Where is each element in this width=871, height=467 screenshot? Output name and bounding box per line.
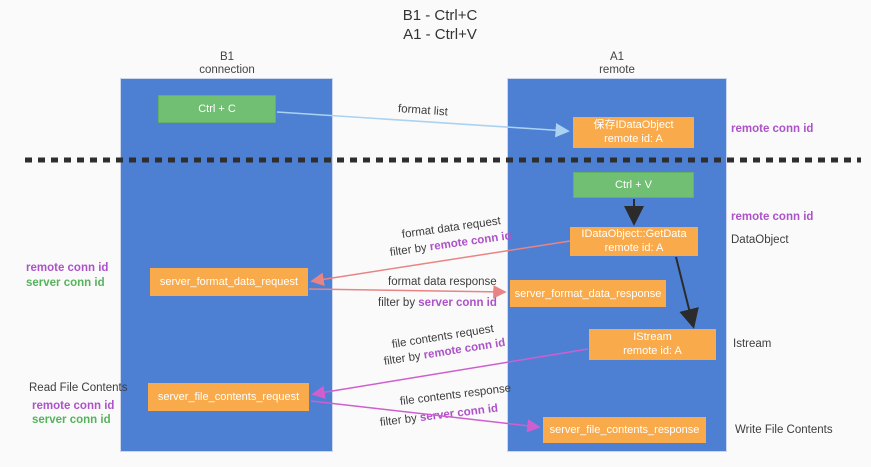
right-column-role: remote: [599, 64, 635, 76]
istream-box: IStream remote id: A: [589, 329, 716, 360]
server-conn-id-text: server conn id: [418, 297, 497, 309]
filter-by-text: filter by: [379, 412, 418, 429]
istream-line1: IStream: [633, 331, 672, 343]
save-idataobject-line1: 保存IDataObject: [593, 119, 674, 131]
save-idataobject-box: 保存IDataObject remote id: A: [573, 117, 694, 148]
remote-conn-id-annotation-2: remote conn id: [731, 211, 814, 223]
ctrl-v-box: Ctrl + V: [573, 172, 694, 198]
right-column-name: A1: [609, 51, 625, 63]
read-file-contents-annotation: Read File Contents: [29, 382, 128, 394]
filter-by-server-conn-id-label-1: filter by server conn id: [378, 297, 497, 309]
format-data-response-label: format data response: [388, 276, 497, 288]
ctrl-c-box: Ctrl + C: [158, 95, 276, 123]
server-conn-id-annotation-left-1: server conn id: [26, 277, 105, 289]
idataobject-getdata-box: IDataObject::GetData remote id: A: [570, 227, 698, 256]
getdata-line2: remote id: A: [604, 241, 664, 254]
filter-by-text: filter by: [378, 297, 416, 309]
save-idataobject-line2: remote id: A: [604, 132, 663, 145]
write-file-contents-annotation: Write File Contents: [735, 424, 833, 436]
ctrl-v-label: Ctrl + V: [615, 179, 652, 191]
diagram-title: B1 - Ctrl+C A1 - Ctrl+V: [300, 6, 580, 44]
remote-conn-id-annotation-1: remote conn id: [731, 123, 814, 135]
server-format-data-request-label: server_format_data_request: [159, 276, 299, 288]
ctrl-c-label: Ctrl + C: [198, 103, 236, 115]
server-file-contents-request-label: server_file_contents_request: [157, 391, 300, 403]
left-column-role: connection: [199, 64, 255, 76]
right-column-header: A1 remote: [557, 51, 677, 77]
dataobject-annotation: DataObject: [731, 234, 789, 246]
filter-by-text: filter by: [389, 241, 428, 259]
left-column-header: B1 connection: [167, 51, 287, 77]
left-column-name: B1: [219, 51, 235, 63]
server-conn-id-text: server conn id: [419, 402, 499, 425]
server-file-contents-response-label: server_file_contents_response: [549, 424, 700, 436]
filter-by-text: filter by: [383, 350, 422, 368]
server-file-contents-request-box: server_file_contents_request: [148, 383, 309, 411]
format-data-response-arrow: [308, 285, 507, 299]
server-format-data-response-box: server_format_data_response: [510, 280, 666, 307]
istream-line2: remote id: A: [623, 344, 682, 357]
filter-by-server-conn-id-label-2: filter by server conn id: [379, 403, 498, 429]
getdata-line1: IDataObject::GetData: [581, 228, 687, 240]
title-line-2: A1 - Ctrl+V: [403, 26, 477, 43]
istream-annotation: Istream: [733, 338, 772, 350]
server-format-data-request-box: server_format_data_request: [150, 268, 308, 296]
server-format-data-response-label: server_format_data_response: [514, 287, 662, 300]
remote-conn-id-annotation-left-2: remote conn id: [32, 400, 115, 412]
remote-conn-id-annotation-left-1: remote conn id: [26, 262, 109, 274]
title-line-1: B1 - Ctrl+C: [402, 7, 478, 24]
format-list-label: format list: [397, 103, 449, 119]
server-conn-id-annotation-left-2: server conn id: [32, 414, 111, 426]
server-file-contents-response-box: server_file_contents_response: [543, 417, 706, 443]
